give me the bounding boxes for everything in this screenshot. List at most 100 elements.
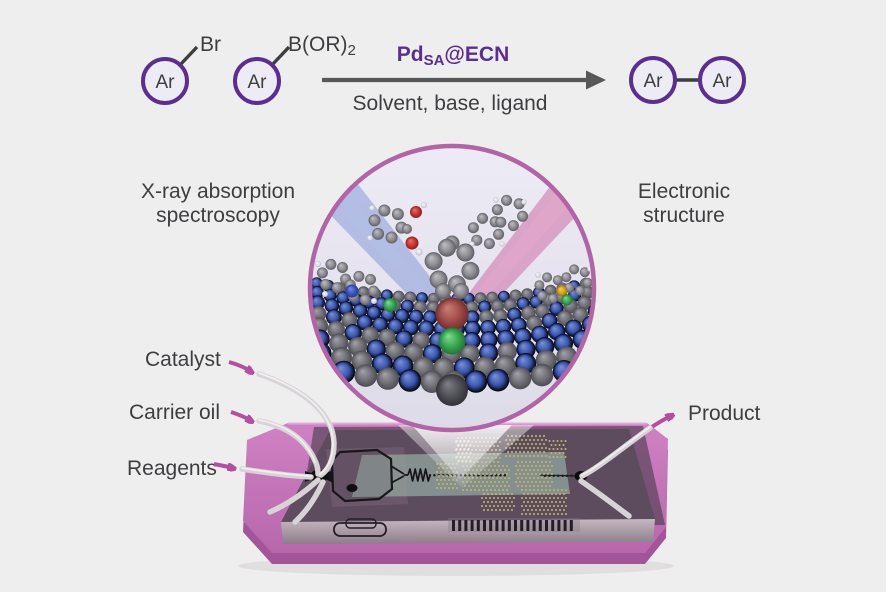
micropillar-dot [562, 500, 566, 504]
micropillar-dot [548, 439, 551, 443]
inlet-port-2 [346, 484, 358, 492]
micropillar-dot [530, 480, 534, 484]
micropillar-dot [520, 476, 524, 480]
micropillar-dot [522, 500, 526, 504]
micropillar-dot [435, 486, 439, 490]
edge-pillar [495, 520, 499, 531]
micropillar-dot [564, 488, 568, 492]
lattice-sphere [577, 295, 592, 311]
edge-pillar [507, 520, 511, 531]
micropillar-dot [524, 454, 528, 458]
biphenyl-ring-atom [517, 210, 529, 222]
droplet-dot [556, 474, 560, 477]
micropillar-dot [528, 460, 532, 464]
green-site-atom [383, 298, 397, 312]
oxygen-atom [410, 206, 422, 218]
lattice-sphere [310, 325, 311, 345]
micropillar-dot [493, 464, 497, 468]
lattice-sphere [356, 314, 373, 331]
micropillar-dot [482, 492, 486, 496]
micropillar-dot [524, 476, 528, 480]
micropillar-dot [544, 468, 548, 472]
micropillar-dot [518, 480, 522, 484]
micropillar-dot [532, 476, 536, 480]
micropillar-dot [544, 438, 548, 442]
micropillar-dot [514, 442, 518, 446]
boronic-acid-ring-atom [368, 214, 381, 227]
micropillar-dot [489, 480, 493, 484]
micropillar-dot [530, 492, 534, 496]
micropillar-dot [556, 447, 559, 451]
reagents-tube-highlight [241, 467, 312, 477]
ligand-atom [320, 279, 331, 290]
edge-pillar [514, 520, 517, 531]
micropillar-dot [484, 504, 488, 508]
edge-pillar [452, 520, 455, 531]
micropillar-dot [475, 476, 479, 480]
micropillar-dot [496, 496, 500, 500]
micropillar-dot [453, 482, 457, 486]
edge-pillar [557, 520, 561, 531]
micropillar-dot [556, 488, 560, 492]
lattice-sphere [372, 316, 388, 333]
lattice-sphere [464, 320, 481, 337]
micropillar-dot [536, 488, 540, 492]
biphenyl-ring-atom [483, 238, 495, 250]
micropillar-dot [550, 500, 554, 504]
micropillar-dot [540, 484, 544, 488]
edge-pillar [476, 520, 480, 531]
micropillar-dot [542, 442, 546, 446]
micropillar-dot [530, 500, 534, 504]
micropillar-dot [487, 476, 491, 480]
biphenyl-ring-atom [467, 222, 479, 234]
micropillar-dot [528, 446, 532, 450]
micropillar-dot [441, 474, 445, 478]
micropillar-dot [548, 504, 552, 508]
micropillar-dot [536, 438, 540, 442]
micropillar-dot [489, 464, 493, 468]
ligand-atom [325, 258, 337, 270]
edge-pillar-comb [452, 520, 573, 531]
micropillar-dot [455, 486, 459, 490]
micropillar-dot [546, 500, 550, 504]
micropillar-dot [540, 460, 544, 464]
micropillar-dot [482, 508, 486, 512]
micropillar-dot [516, 476, 520, 480]
catalyst-tube-highlight [258, 372, 334, 475]
micropillar-dot [550, 508, 554, 512]
micropillar-dot [512, 496, 516, 500]
aryl-ring-2 [233, 57, 281, 105]
edge-pillar [501, 520, 505, 531]
oxygen-atom [405, 236, 419, 250]
droplet-dot [548, 474, 551, 477]
micropillar-dot [534, 434, 538, 438]
micropillar-dot [524, 438, 528, 442]
micropillar-dot [507, 484, 511, 488]
ligand-atom [569, 264, 580, 275]
micropillar-dot [544, 488, 548, 492]
micropillar-dot [526, 500, 530, 504]
xas-label-line1: X-ray absorption [141, 180, 295, 203]
hydrogen-atom [415, 248, 423, 256]
micropillar-dot [528, 438, 532, 442]
micropillar-dot [540, 438, 544, 442]
micropillar-dot [505, 464, 509, 468]
lattice-sphere [336, 291, 350, 305]
micropillar-dot [514, 450, 518, 454]
micropillar-dot [516, 484, 520, 488]
micropillar-dot [538, 442, 542, 446]
micropillar-dot [532, 454, 536, 458]
edge-pillar [532, 520, 536, 531]
micropillar-dot [540, 454, 544, 458]
droplet-generator-outline [330, 448, 394, 503]
aryl-label-2: Ar [248, 72, 268, 93]
micropillar-dot [534, 464, 538, 468]
micropillar-dot [496, 460, 500, 464]
micropillar-dot [538, 480, 542, 484]
micropillar-dot [534, 500, 538, 504]
micropillar-dot [485, 472, 489, 476]
micropillar-dot [540, 468, 544, 472]
carrier-oil-tube-highlight [258, 419, 316, 463]
micropillar-dot [491, 484, 495, 488]
micropillar-dot [548, 447, 551, 451]
